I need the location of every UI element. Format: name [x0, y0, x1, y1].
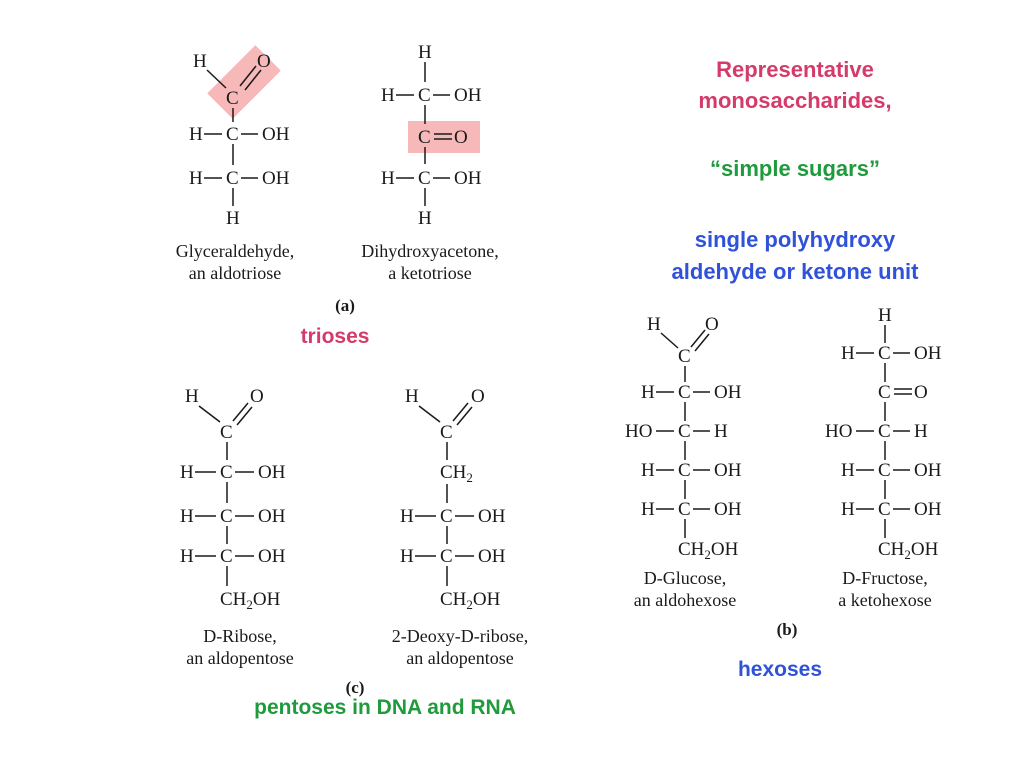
- atom-h: H: [878, 305, 892, 326]
- atom-oh: OH: [454, 168, 482, 189]
- ketone-highlight: [408, 121, 480, 153]
- atom-c: C: [878, 382, 891, 403]
- panel-label-c: (c): [345, 678, 365, 697]
- atom-ch2: CH2: [440, 462, 473, 485]
- atom-oh: OH: [478, 506, 506, 527]
- ribose-structure: H O C H C OH H C OH H C OH CH2OH: [180, 386, 286, 612]
- atom-c: C: [220, 422, 233, 443]
- atom-o: O: [471, 386, 485, 407]
- atom-ch2oh: CH2OH: [220, 589, 281, 612]
- atom-o: O: [705, 314, 719, 335]
- atom-h: H: [641, 460, 655, 481]
- ribose-caption: D-Ribose, an aldopentose: [186, 626, 294, 668]
- atom-h: H: [641, 382, 655, 403]
- atom-h: H: [641, 499, 655, 520]
- atom-o: O: [914, 382, 928, 403]
- atom-c: C: [678, 499, 691, 520]
- atom-oh: OH: [258, 506, 286, 527]
- atom-c: C: [878, 421, 891, 442]
- atom-c: C: [418, 168, 431, 189]
- atom-c: C: [440, 506, 453, 527]
- atom-c: C: [878, 343, 891, 364]
- atom-o: O: [257, 51, 271, 72]
- atom-h: H: [400, 546, 414, 567]
- atom-ch2oh: CH2OH: [878, 539, 939, 562]
- atom-oh: OH: [714, 499, 742, 520]
- dihydroxyacetone-caption: Dihydroxyacetone, a ketotriose: [361, 241, 499, 283]
- atom-oh: OH: [258, 546, 286, 567]
- atom-oh: OH: [714, 382, 742, 403]
- atom-h: H: [714, 421, 728, 442]
- atom-h: H: [185, 386, 199, 407]
- atom-h: H: [226, 208, 240, 229]
- atom-o: O: [250, 386, 264, 407]
- panel-label-b: (b): [776, 620, 798, 639]
- atom-c: C: [678, 421, 691, 442]
- fructose-caption: D-Fructose, a ketohexose: [838, 568, 932, 610]
- panel-label-a: (a): [335, 296, 355, 315]
- atom-c: C: [878, 499, 891, 520]
- atom-oh: OH: [914, 499, 942, 520]
- atom-h: H: [381, 168, 395, 189]
- simple-sugars-label: “simple sugars”: [710, 156, 880, 181]
- atom-h: H: [180, 506, 194, 527]
- atom-oh: OH: [262, 124, 290, 145]
- atom-ho: HO: [625, 421, 652, 442]
- atom-c: C: [678, 460, 691, 481]
- trioses-label: trioses: [300, 325, 370, 348]
- atom-h: H: [841, 460, 855, 481]
- atom-h: H: [189, 168, 203, 189]
- atom-c: C: [226, 168, 239, 189]
- atom-h: H: [418, 208, 432, 229]
- glucose-caption: D-Glucose, an aldohexose: [633, 568, 737, 610]
- atom-h: H: [841, 343, 855, 364]
- fructose-structure: H H C OH C O HO C H H C OH H C OH CH2OH: [825, 305, 942, 562]
- dihydroxyacetone-structure: H H C OH C O H C OH H: [381, 42, 482, 229]
- atom-o: O: [454, 127, 468, 148]
- pentoses-label: pentoses in DNA and RNA: [254, 696, 516, 719]
- atom-ch2oh: CH2OH: [678, 539, 739, 562]
- atom-c: C: [678, 382, 691, 403]
- glucose-structure: H O C H C OH HO C H H C OH H C OH CH2OH: [625, 314, 742, 562]
- atom-oh: OH: [714, 460, 742, 481]
- atom-c: C: [440, 546, 453, 567]
- atom-oh: OH: [914, 343, 942, 364]
- title-heading: Representative monosaccharides,: [698, 57, 892, 113]
- atom-oh: OH: [454, 85, 482, 106]
- atom-c: C: [418, 127, 431, 148]
- atom-h: H: [180, 546, 194, 567]
- glyceraldehyde-structure: H O C H C OH H C OH H: [189, 51, 290, 229]
- atom-ho: HO: [825, 421, 852, 442]
- atom-oh: OH: [914, 460, 942, 481]
- deoxyribose-caption: 2-Deoxy-D-ribose, an aldopentose: [391, 626, 529, 668]
- atom-c: C: [440, 422, 453, 443]
- atom-c: C: [220, 462, 233, 483]
- atom-c: C: [418, 85, 431, 106]
- atom-oh: OH: [478, 546, 506, 567]
- atom-c: C: [678, 346, 691, 367]
- atom-h: H: [405, 386, 419, 407]
- atom-oh: OH: [258, 462, 286, 483]
- atom-h: H: [381, 85, 395, 106]
- atom-h: H: [400, 506, 414, 527]
- atom-h: H: [841, 499, 855, 520]
- atom-h: H: [418, 42, 432, 63]
- glyceraldehyde-caption: Glyceraldehyde, an aldotriose: [175, 241, 295, 283]
- atom-h: H: [647, 314, 661, 335]
- definition-label: single polyhydroxy aldehyde or ketone un…: [671, 227, 919, 284]
- deoxyribose-structure: H O C CH2 H C OH H C OH CH2OH: [400, 386, 506, 612]
- atom-ch2oh: CH2OH: [440, 589, 501, 612]
- atom-c: C: [226, 124, 239, 145]
- atom-oh: OH: [262, 168, 290, 189]
- atom-c: C: [226, 88, 239, 109]
- atom-c: C: [220, 546, 233, 567]
- atom-h: H: [193, 51, 207, 72]
- atom-c: C: [878, 460, 891, 481]
- atom-h: H: [914, 421, 928, 442]
- hexoses-label: hexoses: [737, 658, 823, 681]
- atom-c: C: [220, 506, 233, 527]
- atom-h: H: [189, 124, 203, 145]
- atom-h: H: [180, 462, 194, 483]
